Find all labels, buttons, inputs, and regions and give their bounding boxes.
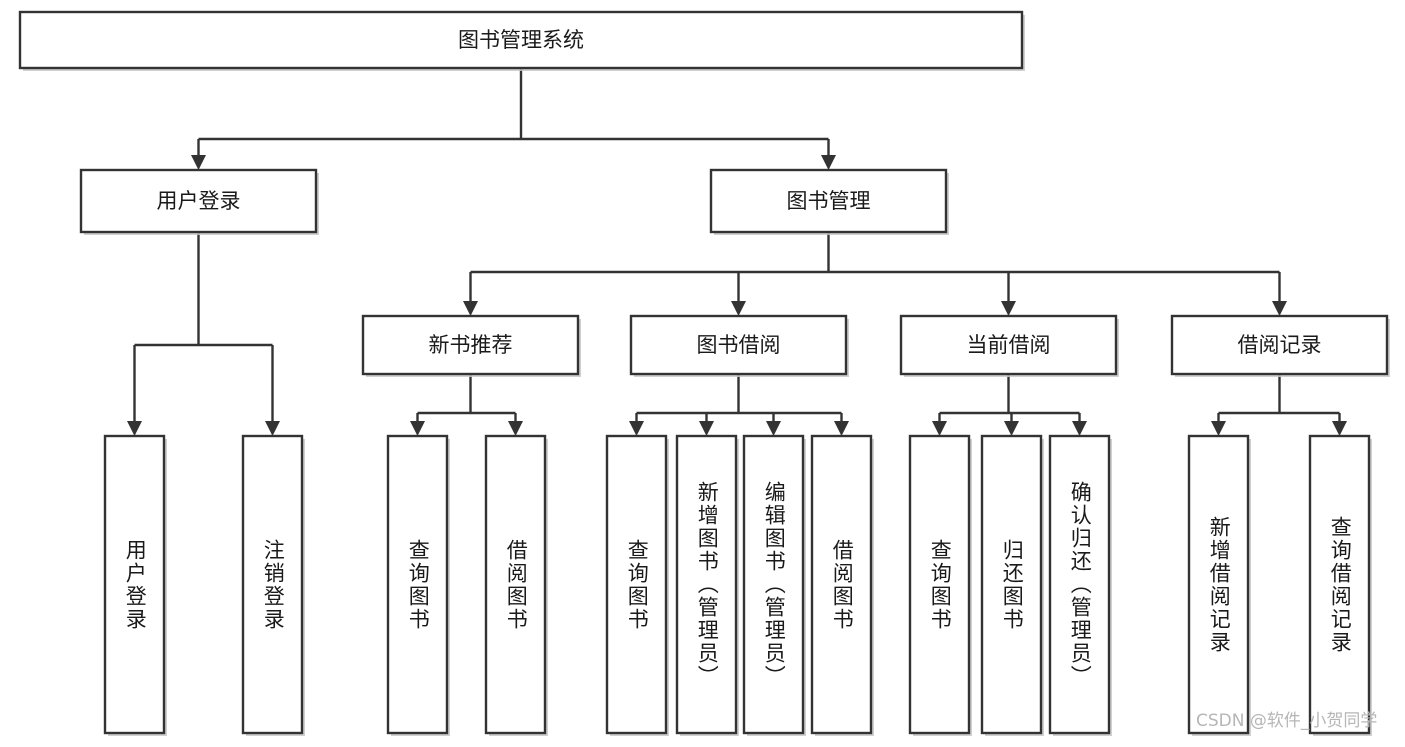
arrow-head-icon xyxy=(932,421,947,436)
box-outline[interactable] xyxy=(810,434,873,735)
box-outline[interactable] xyxy=(18,10,1024,70)
box-outline[interactable] xyxy=(103,434,166,735)
arrow-head-icon xyxy=(834,421,849,436)
arrow-head-icon xyxy=(127,421,142,436)
box-outline[interactable] xyxy=(1048,434,1111,735)
level3-node-3[interactable]: 当前借阅 xyxy=(899,314,1119,377)
leaf-node-5[interactable] xyxy=(605,434,669,736)
arrow-head-icon xyxy=(1004,421,1019,436)
arrow-head-icon xyxy=(629,421,644,436)
arrow-head-icon xyxy=(1332,421,1347,436)
arrow-head-icon xyxy=(463,301,478,316)
watermark: CSDN @软件_小贺同学 xyxy=(1196,711,1378,731)
node-label: 图书管理 xyxy=(787,189,871,213)
level3-node-2[interactable]: 图书借阅 xyxy=(629,314,849,377)
leaf-node-3[interactable] xyxy=(386,434,450,736)
arrow-head-icon xyxy=(731,301,746,316)
box-outline[interactable] xyxy=(899,314,1118,376)
box-outline[interactable] xyxy=(980,434,1043,735)
arrow-head-icon xyxy=(191,155,206,170)
connector-layer xyxy=(127,68,1347,436)
arrow-head-icon xyxy=(508,421,523,436)
node-label: 当前借阅 xyxy=(967,333,1051,357)
box-outline[interactable] xyxy=(908,434,971,735)
box-outline[interactable] xyxy=(1187,434,1250,735)
node-label: 图书管理系统 xyxy=(458,28,584,52)
leaf-node-1[interactable] xyxy=(103,434,167,736)
leaf-node-4[interactable] xyxy=(484,434,548,736)
node-label: 用户登录 xyxy=(157,189,241,213)
box-outline[interactable] xyxy=(742,434,805,735)
leaf-node-7[interactable] xyxy=(742,434,806,736)
arrow-head-icon xyxy=(699,421,714,436)
root-node-1[interactable]: 图书管理系统 xyxy=(18,10,1025,71)
box-outline[interactable] xyxy=(709,168,948,234)
level2-node-2[interactable]: 图书管理 xyxy=(709,168,949,235)
box-outline[interactable] xyxy=(1170,314,1389,376)
node-label: 新书推荐 xyxy=(429,333,513,357)
leaf-node-10[interactable] xyxy=(980,434,1044,736)
node-label: 借阅记录 xyxy=(1238,333,1322,357)
leaf-node-8[interactable] xyxy=(810,434,874,736)
node-label: 图书借阅 xyxy=(697,333,781,357)
box-outline[interactable] xyxy=(241,434,304,735)
arrow-head-icon xyxy=(1001,301,1016,316)
level2-node-1[interactable]: 用户登录 xyxy=(79,168,319,235)
arrow-head-icon xyxy=(766,421,781,436)
arrow-head-icon xyxy=(1272,301,1287,316)
arrow-head-icon xyxy=(410,421,425,436)
arrow-head-icon xyxy=(1211,421,1226,436)
box-outline[interactable] xyxy=(1308,434,1371,735)
box-outline[interactable] xyxy=(675,434,738,735)
box-outline[interactable] xyxy=(629,314,848,376)
leaf-node-6[interactable] xyxy=(675,434,739,736)
box-outline[interactable] xyxy=(484,434,547,735)
arrow-head-icon xyxy=(821,155,836,170)
arrow-head-icon xyxy=(1072,421,1087,436)
leaf-node-9[interactable] xyxy=(908,434,972,736)
box-outline[interactable] xyxy=(386,434,449,735)
leaf-node-11[interactable] xyxy=(1048,434,1112,736)
box-outline[interactable] xyxy=(79,168,318,234)
arrow-head-icon xyxy=(265,421,280,436)
level3-node-4[interactable]: 借阅记录 xyxy=(1170,314,1390,377)
box-outline[interactable] xyxy=(605,434,668,735)
leaf-node-2[interactable] xyxy=(241,434,305,736)
level3-node-1[interactable]: 新书推荐 xyxy=(361,314,581,377)
leaf-node-13[interactable] xyxy=(1308,434,1372,736)
box-outline[interactable] xyxy=(361,314,580,376)
leaf-node-12[interactable] xyxy=(1187,434,1251,736)
